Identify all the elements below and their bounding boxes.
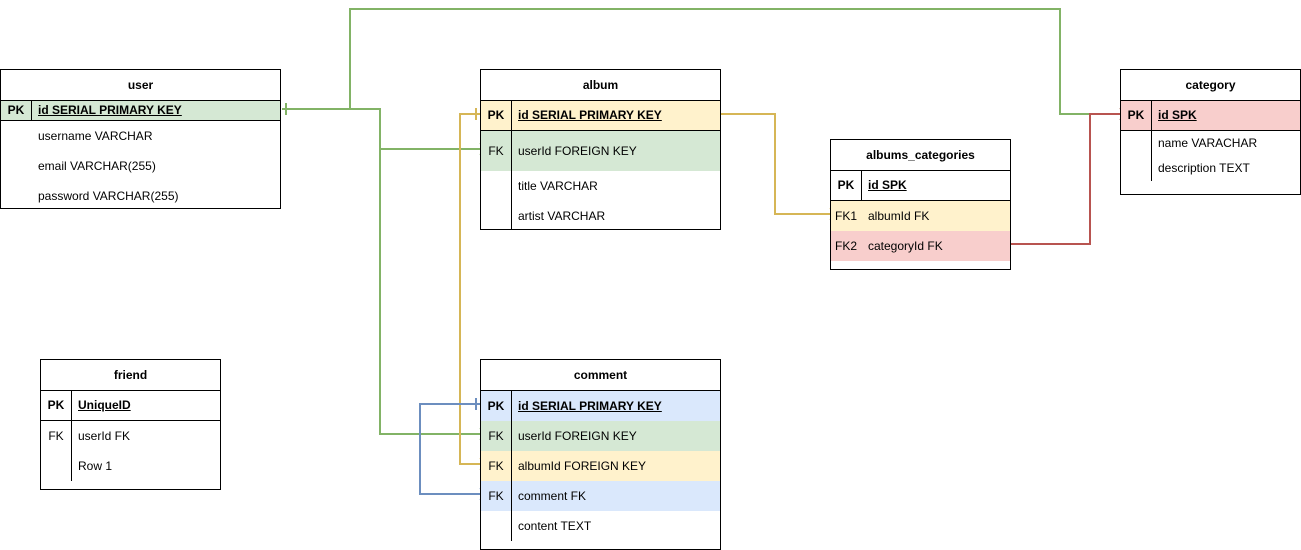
table-title: comment [481,360,720,391]
table-comment[interactable]: comment PK id SERIAL PRIMARY KEY FK user… [480,359,721,550]
row-name: id SERIAL PRIMARY KEY [518,108,662,122]
row-name: userId FOREIGN KEY [518,144,637,158]
table-row[interactable]: PK id SPK [831,171,1010,201]
row-key [1,181,31,211]
table-row[interactable]: PK id SERIAL PRIMARY KEY [1,101,280,121]
table-row[interactable]: name VARACHAR [1121,131,1300,156]
table-album[interactable]: album PK id SERIAL PRIMARY KEY FK userId… [480,69,721,230]
row-name: categoryId FK [868,239,943,253]
row-name: comment FK [518,489,587,503]
table-user[interactable]: user PK id SERIAL PRIMARY KEY username V… [0,69,281,209]
table-row[interactable]: PK id SPK [1121,101,1300,131]
column-divider [1151,101,1152,181]
table-albums-categories[interactable]: albums_categories PK id SPK FK1 albumId … [830,139,1011,270]
row-name: userId FOREIGN KEY [518,429,637,443]
connector-album-comment [459,113,480,465]
row-key: FK [48,429,64,443]
row-name: UniqueID [78,398,131,412]
row-key: PK [837,178,855,192]
row-key: FK [488,144,504,158]
row-name: content TEXT [518,519,592,533]
row-name: albumId FK [868,209,930,223]
row-name: name VARACHAR [1158,136,1258,150]
row-name: description TEXT [1158,161,1250,175]
connector-comment-self [419,403,480,495]
table-title: category [1121,70,1300,101]
row-key [1,121,31,151]
table-row[interactable]: content TEXT [481,511,720,541]
row-key [481,171,511,201]
row-key [1121,131,1151,156]
table-row[interactable]: PK id SERIAL PRIMARY KEY [481,391,720,421]
table-friend[interactable]: friend PK UniqueID FK userId FK Row 1 [40,359,221,490]
connector-user-comment [379,149,480,435]
row-name: password VARCHAR(255) [38,189,179,203]
table-row[interactable]: Row 1 [41,451,220,481]
column-divider [861,171,862,201]
table-row[interactable]: password VARCHAR(255) [1,181,280,211]
row-key: PK [487,108,505,122]
column-divider [31,101,32,121]
table-row[interactable]: FK comment FK [481,481,720,511]
table-row[interactable]: username VARCHAR [1,121,280,151]
row-key: PK [487,399,505,413]
row-key: PK [7,103,25,117]
row-key: FK [488,489,504,503]
row-name: id SERIAL PRIMARY KEY [38,103,182,117]
column-divider [71,391,72,421]
connector-category-albums-categories [1011,113,1120,245]
column-divider [511,101,512,230]
connector-user-album [282,108,480,150]
row-key [481,201,511,231]
table-row[interactable]: PK id SERIAL PRIMARY KEY [481,101,720,131]
row-key: PK [47,398,65,412]
table-row[interactable]: FK userId FOREIGN KEY [481,131,720,171]
row-name: id SPK [868,178,907,192]
row-key: FK [488,429,504,443]
row-key: FK1 [834,209,857,223]
table-title: friend [41,360,220,391]
row-key [481,511,511,541]
connector-album-albums-categories [721,113,830,215]
row-key: FK2 [834,239,857,253]
row-name: Row 1 [78,459,113,473]
table-row[interactable]: FK1 albumId FK [831,201,1010,231]
table-title: user [1,70,280,101]
table-category[interactable]: category PK id SPK name VARACHAR descrip… [1120,69,1301,195]
row-key [41,451,71,481]
table-row[interactable]: FK albumId FOREIGN KEY [481,451,720,481]
row-name: id SERIAL PRIMARY KEY [518,399,662,413]
row-name: userId FK [78,429,131,443]
row-name: username VARCHAR [38,129,153,143]
row-name: title VARCHAR [518,179,598,193]
column-divider [71,421,72,481]
table-title: album [481,70,720,101]
row-key: FK [488,459,504,473]
table-title: albums_categories [831,140,1010,171]
table-row[interactable]: FK userId FK [41,421,220,451]
row-name: artist VARCHAR [518,209,606,223]
table-row[interactable]: FK2 categoryId FK [831,231,1010,261]
table-row[interactable]: description TEXT [1121,156,1300,181]
row-name: albumId FOREIGN KEY [518,459,647,473]
column-divider [511,391,512,541]
table-row[interactable]: title VARCHAR [481,171,720,201]
table-row[interactable]: artist VARCHAR [481,201,720,231]
row-key [1,151,31,181]
table-row[interactable]: FK userId FOREIGN KEY [481,421,720,451]
table-row[interactable]: email VARCHAR(255) [1,151,280,181]
row-key [1121,156,1151,181]
row-name: id SPK [1158,108,1197,122]
table-row[interactable]: PK UniqueID [41,391,220,421]
row-key: PK [1127,108,1145,122]
row-name: email VARCHAR(255) [38,159,156,173]
